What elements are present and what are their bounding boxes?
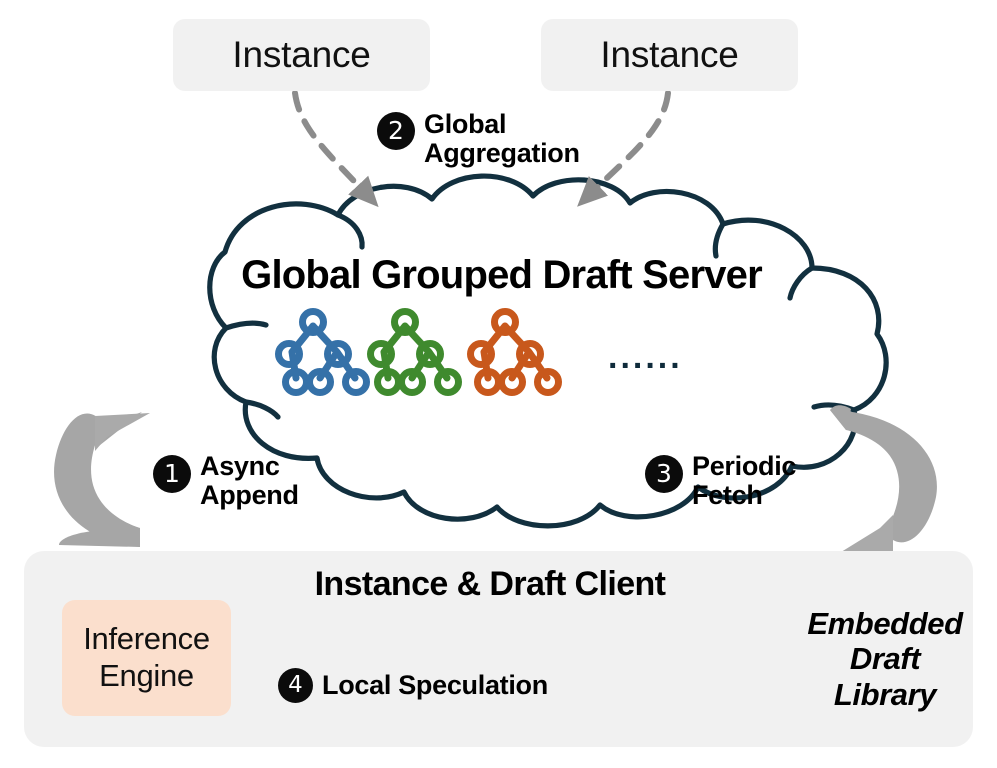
step-2-global-aggregation: 2 Global Aggregation [377,110,580,167]
step-2-badge: 2 [377,112,415,150]
cloud-title-label: Global Grouped Draft Server [241,253,763,297]
client-panel-title: Instance & Draft Client [314,565,666,603]
draft-tree-blue [275,308,370,396]
embedded-draft-library-label: Embedded Draft Library [795,606,975,712]
inference-engine-box[interactable]: Inference Engine [62,600,231,716]
cloud-ellipsis: ...... [608,338,683,376]
step-1-async-append: 1 Async Append [153,452,299,509]
step-4-label: Local Speculation [322,670,548,701]
edl-line2: Draft [849,641,921,677]
step-3-label-line2: Fetch [692,479,763,510]
step-3-label: Periodic Fetch [692,452,796,509]
inference-engine-line2: Engine [99,658,194,693]
cloud-shape [207,173,889,529]
instance-box-left-label: Instance [232,34,371,75]
step-3-badge: 3 [645,455,683,493]
aggregation-arrow-right [577,90,671,207]
periodic-fetch-loop-arrow [830,405,937,557]
async-append-loop-arrow [54,412,150,547]
draft-tree-green [367,308,462,396]
step-2-label-line1: Global [424,109,507,139]
cloud-title: Global Grouped Draft Server [0,253,997,298]
step-1-label: Async Append [200,452,299,509]
step-1-label-line2: Append [200,479,299,510]
aggregation-arrow-left [292,90,379,208]
step-2-label: Global Aggregation [424,110,580,167]
edl-line1: Embedded [807,606,963,641]
instance-box-right-label: Instance [600,34,739,75]
instance-box-left[interactable]: Instance [173,19,430,91]
step-1-label-line1: Async [200,451,280,481]
step-4-badge: 4 [278,668,313,703]
step-3-periodic-fetch: 3 Periodic Fetch [645,452,796,509]
step-3-label-line1: Periodic [692,451,797,481]
step-1-badge: 1 [153,455,191,493]
draft-tree-orange [467,308,562,396]
edl-line3: Library [833,676,937,712]
instance-box-right[interactable]: Instance [541,19,798,91]
step-2-label-line2: Aggregation [424,137,580,168]
inference-engine-line1: Inference [83,621,210,657]
step-4-local-speculation: 4 Local Speculation [278,668,548,703]
